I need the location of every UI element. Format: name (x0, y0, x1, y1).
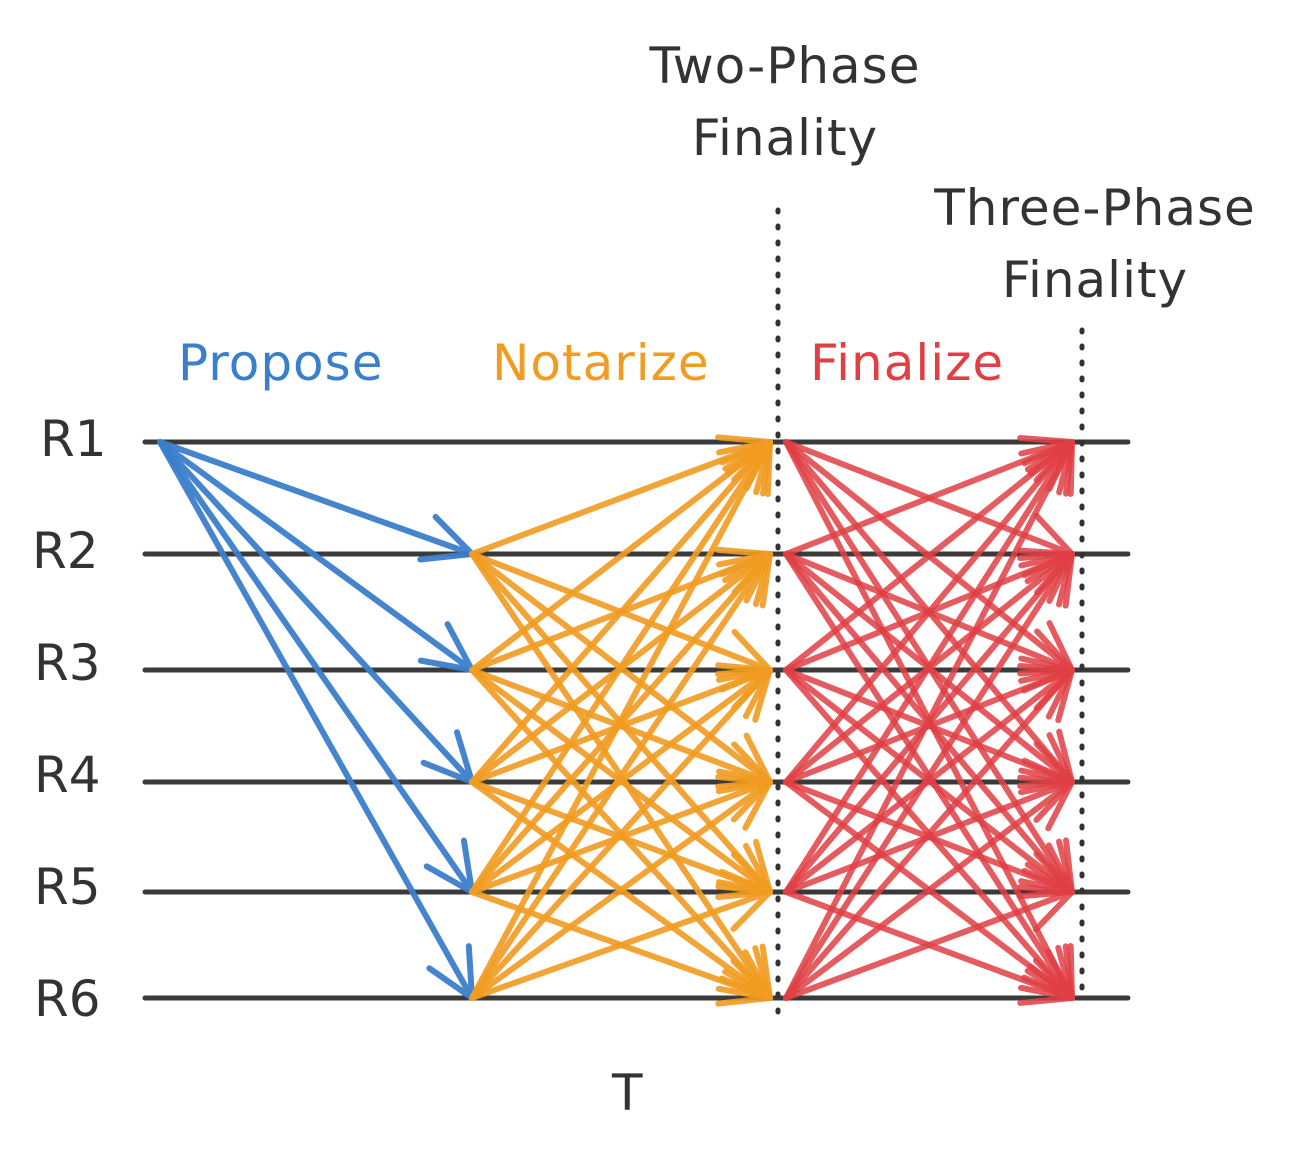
three-phase-line1: Three-Phase (934, 179, 1256, 237)
two-phase-line1: Two-Phase (649, 37, 921, 95)
notarize-arrow-r4-r1 (469, 439, 773, 785)
propose-arrow-r1-r5 (157, 439, 475, 895)
finalize-arrow-r6-r3 (783, 667, 1075, 1001)
propose-arrow-r1-r6 (157, 439, 475, 1001)
notarize-arrow-r6-r1 (469, 439, 773, 1001)
phase-label-notarize: Notarize (492, 334, 710, 392)
notarize-arrows (469, 434, 773, 1007)
finalize-arrows (783, 435, 1075, 1006)
replica-label-r1: R1 (40, 410, 107, 468)
two-phase-finality-label: Two-Phase Finality (610, 30, 960, 174)
notarize-arrow-r6-r5 (469, 883, 773, 1001)
replica-label-r5: R5 (34, 858, 101, 916)
phase-label-finalize: Finalize (810, 334, 1005, 392)
time-axis-label: T (612, 1064, 643, 1122)
notarize-arrow-r6-r3 (469, 667, 773, 1001)
propose-arrows (157, 439, 475, 1001)
replica-label-r3: R3 (34, 634, 101, 692)
three-phase-finality-label: Three-Phase Finality (895, 172, 1295, 316)
replica-label-r4: R4 (34, 746, 101, 804)
finality-markers (775, 207, 1085, 1018)
propose-arrow-r1-r4 (157, 439, 475, 785)
finalize-arrow-r6-r5 (783, 884, 1075, 1001)
replica-label-r2: R2 (32, 522, 99, 580)
finalize-arrow-r6-r2 (783, 551, 1075, 1001)
notarize-arrow-r6-r2 (469, 551, 773, 1001)
propose-arrow-r1-r2 (157, 439, 475, 563)
propose-arrow-r1-r3 (157, 439, 475, 673)
finalize-arrow-r6-r1 (783, 439, 1075, 1001)
three-phase-line2: Finality (1001, 251, 1189, 309)
replica-label-r6: R6 (34, 970, 101, 1028)
phase-label-propose: Propose (178, 334, 384, 392)
finalize-arrow-r6-r4 (783, 779, 1075, 1001)
notarize-arrow-r6-r4 (469, 779, 773, 1001)
two-phase-line2: Finality (691, 109, 879, 167)
